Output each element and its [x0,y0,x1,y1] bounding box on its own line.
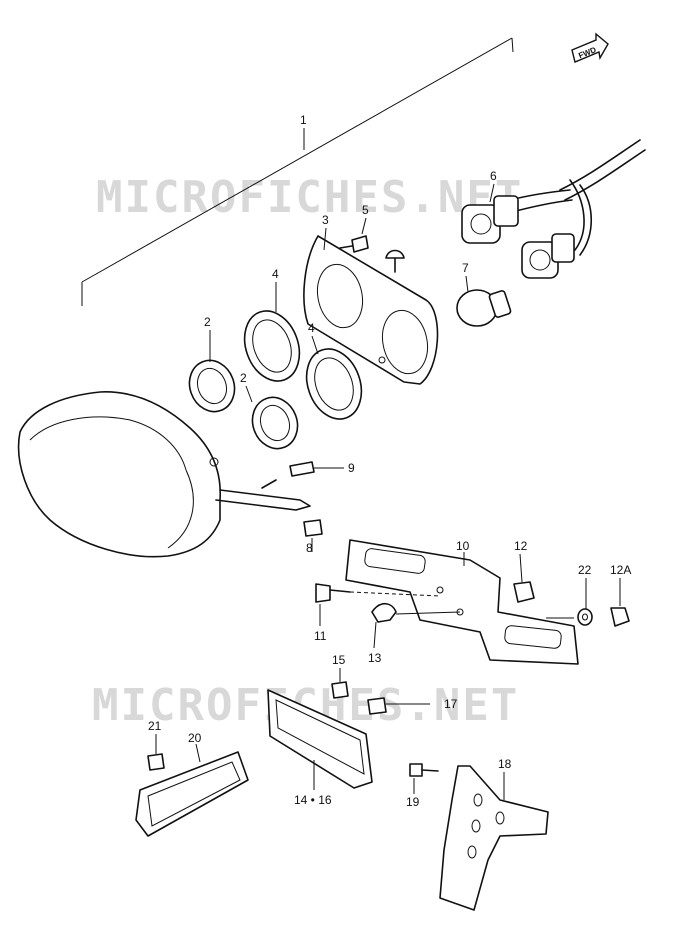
label-22: 22 [578,563,592,577]
label-14-16: 14 • 16 [294,793,332,807]
label-15: 15 [332,653,346,667]
nut-17 [367,697,430,715]
rings-4 [243,310,363,420]
label-21: 21 [148,719,162,733]
assembly-bracket [81,37,514,306]
bolt-19 [409,763,439,777]
watermark-top: MICROFICHES.NET [96,172,523,223]
label-11: 11 [314,629,327,643]
socket-harness [461,139,646,279]
label-6: 6 [490,169,497,183]
reflector-14-16 [267,689,373,789]
label-1: 1 [300,113,307,127]
label-4a: 4 [272,267,279,281]
part-labels: 1 2 2 3 4 4 5 6 7 8 9 10 11 12 12A 13 14… [148,113,631,809]
license-bracket-10 [345,539,579,665]
label-9: 9 [348,461,355,475]
leader-lines [155,183,621,800]
gasket-plate [303,235,439,385]
fwd-arrow-icon: FWD [571,32,609,63]
clip-13 [371,602,461,623]
label-20: 20 [188,731,202,745]
label-2b: 2 [240,371,247,385]
label-2a: 2 [204,315,211,329]
bulb [456,289,512,327]
label-4b: 4 [308,321,315,335]
label-12: 12 [514,539,528,553]
clip-8 [303,519,323,537]
bracket-18 [439,765,549,911]
washer-22 [546,608,593,626]
screws-5 [339,235,405,273]
reflector-20 [135,751,249,837]
label-12a: 12A [610,563,631,577]
nut-12a [610,607,630,627]
label-13: 13 [368,651,382,665]
bolt-11 [315,583,441,603]
nut-15 [331,681,349,699]
label-19: 19 [406,795,420,809]
label-5: 5 [362,203,369,217]
nut-12 [513,581,535,603]
label-8: 8 [306,541,313,555]
nut-21 [147,753,165,771]
screw-9 [289,461,315,477]
label-17: 17 [444,697,458,711]
label-3: 3 [322,213,329,227]
tail-lamp-housing [17,391,311,558]
label-18: 18 [498,757,512,771]
label-7: 7 [462,261,469,275]
rings-2 [188,359,299,450]
label-10: 10 [456,539,470,553]
